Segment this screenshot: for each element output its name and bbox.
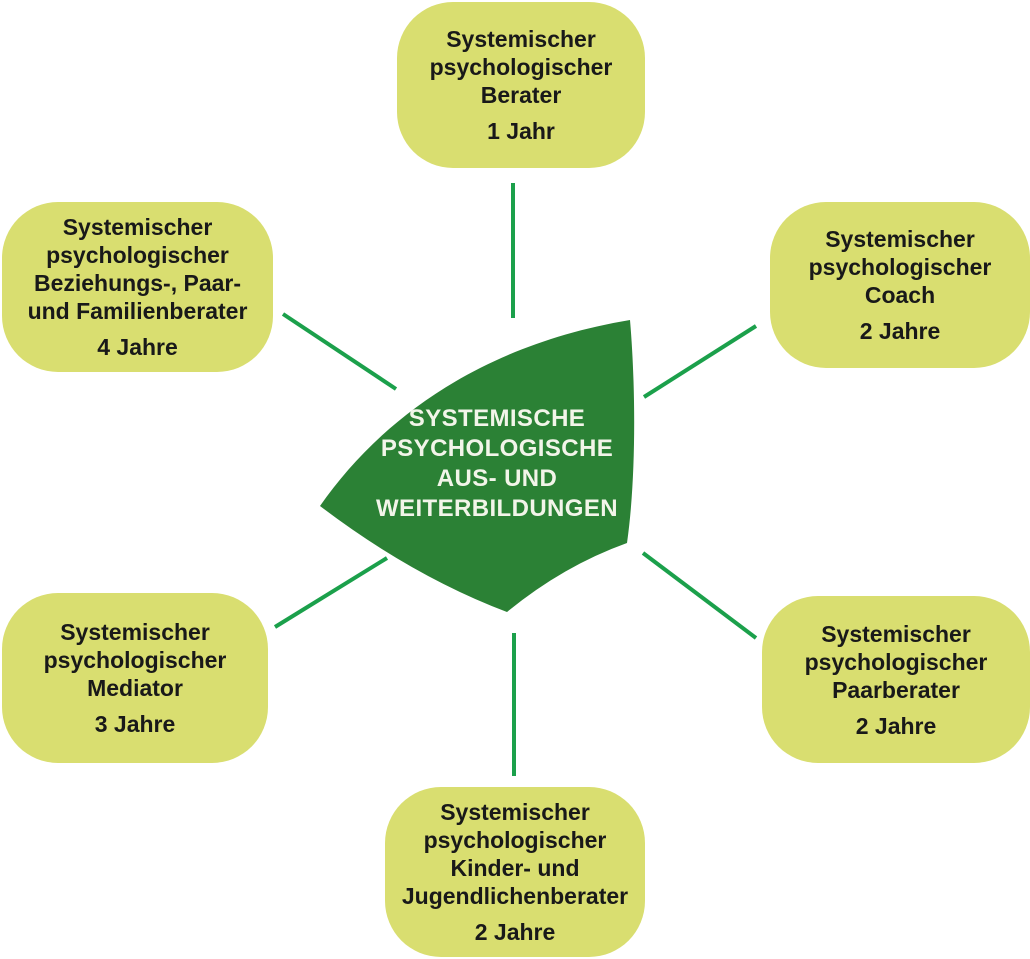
- connector-line-top-right: [642, 324, 758, 399]
- connector-line-top-left: [281, 312, 398, 391]
- node-duration: 2 Jahre: [474, 919, 556, 945]
- node-duration: 2 Jahre: [859, 318, 941, 344]
- node-paarberater: Systemischer psychologischer Paarberater…: [762, 596, 1030, 763]
- node-kinder-jugendlichenberater: Systemischer psychologischer Kinder- und…: [385, 787, 645, 957]
- connector-line-bottom-left: [273, 556, 389, 629]
- node-title: Systemischer psychologischer Coach: [808, 226, 992, 308]
- node-title: Systemischer psychologischer Paarberater: [804, 620, 988, 703]
- node-duration: 1 Jahr: [487, 118, 555, 144]
- connector-line-bottom-right: [641, 551, 758, 640]
- node-title: Systemischer psychologischer Beziehungs-…: [27, 214, 248, 324]
- node-beziehungs-paar-familienberater: Systemischer psychologischer Beziehungs-…: [2, 202, 273, 372]
- node-berater: Systemischer psychologischer Berater 1 J…: [397, 2, 645, 168]
- node-title: Systemischer psychologischer Mediator: [43, 619, 227, 701]
- node-title: Systemischer psychologischer Kinder- und…: [401, 799, 629, 909]
- center-title: SYSTEMISCHE PSYCHOLOGISCHE AUS- UND WEIT…: [376, 405, 618, 522]
- node-mediator: Systemischer psychologischer Mediator 3 …: [2, 593, 268, 763]
- node-duration: 4 Jahre: [97, 334, 178, 360]
- node-duration: 3 Jahre: [94, 711, 176, 737]
- node-duration: 2 Jahre: [855, 712, 937, 739]
- node-title: Systemischer psychologischer Berater: [429, 26, 613, 108]
- center-fan-shape: [320, 320, 635, 612]
- node-coach: Systemischer psychologischer Coach 2 Jah…: [770, 202, 1030, 368]
